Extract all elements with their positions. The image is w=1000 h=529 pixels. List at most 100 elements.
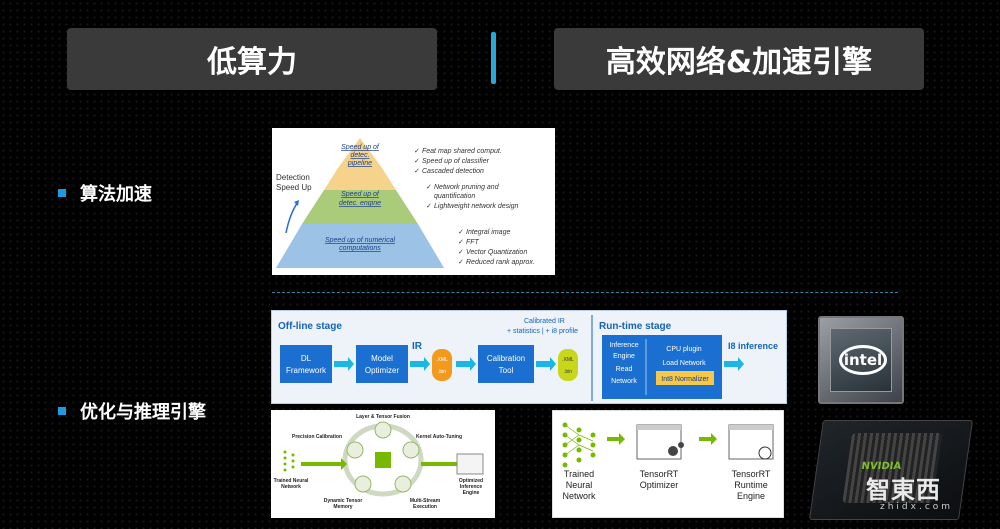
top-item-1: Feat map shared comput. [422, 148, 502, 155]
bullet-algorithm-acceleration: 算法加速 [58, 180, 152, 206]
optimized-engine-line3: Engine [463, 490, 480, 496]
pyramid-base-tier [276, 224, 444, 268]
center-grid-icon [375, 452, 391, 468]
gear-icon [668, 442, 684, 456]
dynamic-tensor-line2: Memory [333, 504, 352, 510]
ir-label: IR [412, 341, 423, 352]
svg-text:✓: ✓ [426, 203, 432, 210]
title-low-compute-text: 低算力 [207, 45, 297, 80]
neural-network-icon [564, 424, 594, 456]
input-arrow-icon [301, 458, 347, 470]
svg-text:✓: ✓ [414, 158, 420, 165]
calibration-tool-line2: Tool [499, 366, 514, 375]
output-arrow-icon [421, 458, 463, 470]
top-tier-line1: Speed up of [341, 144, 380, 151]
dl-framework-box [280, 345, 332, 383]
arrow-icon [607, 433, 625, 445]
title-efficient-network: 高效网络&加速引擎 [554, 28, 924, 90]
int8-normalizer-box [656, 371, 714, 385]
arrow-icon [536, 357, 556, 371]
int8-normalizer-label: Int8 Normalizer [661, 376, 709, 383]
svg-text:✓: ✓ [426, 184, 432, 191]
trt-trained-line2: Neural [566, 480, 593, 490]
arrow-icon [334, 357, 354, 371]
fusion-node-icon [374, 421, 392, 439]
calibrated-ir-line2: + statistics | + i8 profile [507, 328, 578, 335]
dl-framework-line2: Framework [286, 366, 327, 375]
mid-tier-line2: detec. engine [339, 200, 381, 207]
optimized-engine-line2: Inference [460, 484, 482, 490]
title-efficient-network-text: 高效网络&加速引擎 [605, 45, 873, 80]
inference-engine-line2: Engine [613, 353, 635, 360]
mid-item-1: Network pruning and [434, 184, 500, 191]
arrow-icon [699, 433, 717, 445]
trt-trained-line3: Network [562, 491, 596, 501]
arrow-icon [410, 357, 430, 371]
multi-stream-line1: Multi-Stream [410, 498, 441, 504]
offline-stage-title: Off-line stage [278, 321, 342, 332]
mid-item-3: Lightweight network design [434, 203, 519, 210]
svg-text:✓: ✓ [458, 249, 464, 256]
intel-logo: intel [839, 345, 887, 375]
zhidx-watermark-url: zhidx.com [880, 502, 954, 512]
openvino-pipeline-diagram: Off-line stage Calibrated IR + statistic… [271, 310, 787, 404]
base-tier-line2: computations [339, 245, 381, 252]
axis-label-detection: Detection [276, 173, 310, 182]
bullet-square-icon [58, 407, 66, 415]
pyramid-mid-tier [302, 190, 418, 224]
tensorrt-flow-diagram: Trained Neural Network TensorRT Optimize… [552, 410, 784, 518]
detection-speedup-pyramid: Detection Speed Up Speed up of detec. pi… [272, 128, 555, 275]
calib-bin-label: .bin [564, 369, 572, 375]
trt-runtime-line2: Runtime [734, 480, 768, 490]
trt-runtime-line3: Engine [737, 491, 765, 501]
dynamic-tensor-line1: Dynamic Tensor [324, 498, 363, 504]
engine-window-icon [456, 453, 484, 475]
svg-text:✓: ✓ [458, 259, 464, 266]
top-tier-line2: detec. [350, 152, 369, 159]
ir-database-icon [432, 349, 452, 381]
arrow-icon [456, 357, 476, 371]
load-network-label: Load Network [662, 360, 706, 367]
title-divider [491, 32, 496, 84]
inference-engine-line1: Inference [609, 342, 638, 349]
bullet-optimization-inference: 优化与推理引擎 [58, 398, 206, 424]
zhidx-watermark: 智東西 [866, 476, 941, 504]
arrow-icon [724, 357, 744, 371]
stream-node-icon [394, 475, 412, 493]
memory-node-icon [354, 475, 372, 493]
runtime-stage-title: Run-time stage [599, 321, 672, 332]
trained-nn-line1: Trained Neural [274, 478, 309, 484]
trt-trained-line1: Trained [564, 469, 594, 479]
multi-stream-line2: Execution [413, 504, 437, 510]
calibration-tool-box [478, 345, 534, 383]
intel-cpu-image: intel [818, 316, 904, 404]
tensorrt-optimization-diagram: Layer & Tensor Fusion Precision Calibrat… [271, 410, 495, 518]
speedup-arrow-icon [285, 201, 299, 234]
kernel-node-icon [402, 441, 420, 459]
bullet-text: 算法加速 [80, 184, 152, 205]
bullet-square-icon [58, 189, 66, 197]
pyramid-top-tier [338, 138, 382, 168]
gauge-icon [758, 446, 772, 460]
trained-nn-line2: Network [281, 484, 301, 490]
mid-tier-line1: Speed up of [341, 191, 380, 198]
model-optimizer-line1: Model [371, 354, 393, 363]
svg-text:✓: ✓ [414, 148, 420, 155]
svg-text:✓: ✓ [414, 168, 420, 175]
inference-engine-box [602, 335, 722, 399]
base-item-2: FFT [466, 239, 480, 246]
precision-node-icon [346, 441, 364, 459]
trt-optimizer-line1: TensorRT [640, 469, 679, 479]
kernel-auto-tuning-label: Kernel Auto-Tuning [416, 434, 462, 440]
cpu-plugin-label: CPU plugin [666, 346, 702, 353]
precision-calibration-label: Precision Calibration [292, 434, 342, 440]
inference-engine-line3: Read [616, 366, 633, 373]
layer-tensor-fusion-label: Layer & Tensor Fusion [356, 414, 410, 420]
section-separator [272, 292, 898, 293]
trt-runtime-line1: TensorRT [732, 469, 771, 479]
base-item-3: Vector Quantization [466, 249, 527, 256]
trt-optimizer-line2: Optimizer [640, 480, 679, 490]
svg-text:✓: ✓ [458, 239, 464, 246]
top-item-2: Speed up of classifier [422, 158, 490, 165]
dl-framework-line1: DL [301, 354, 312, 363]
